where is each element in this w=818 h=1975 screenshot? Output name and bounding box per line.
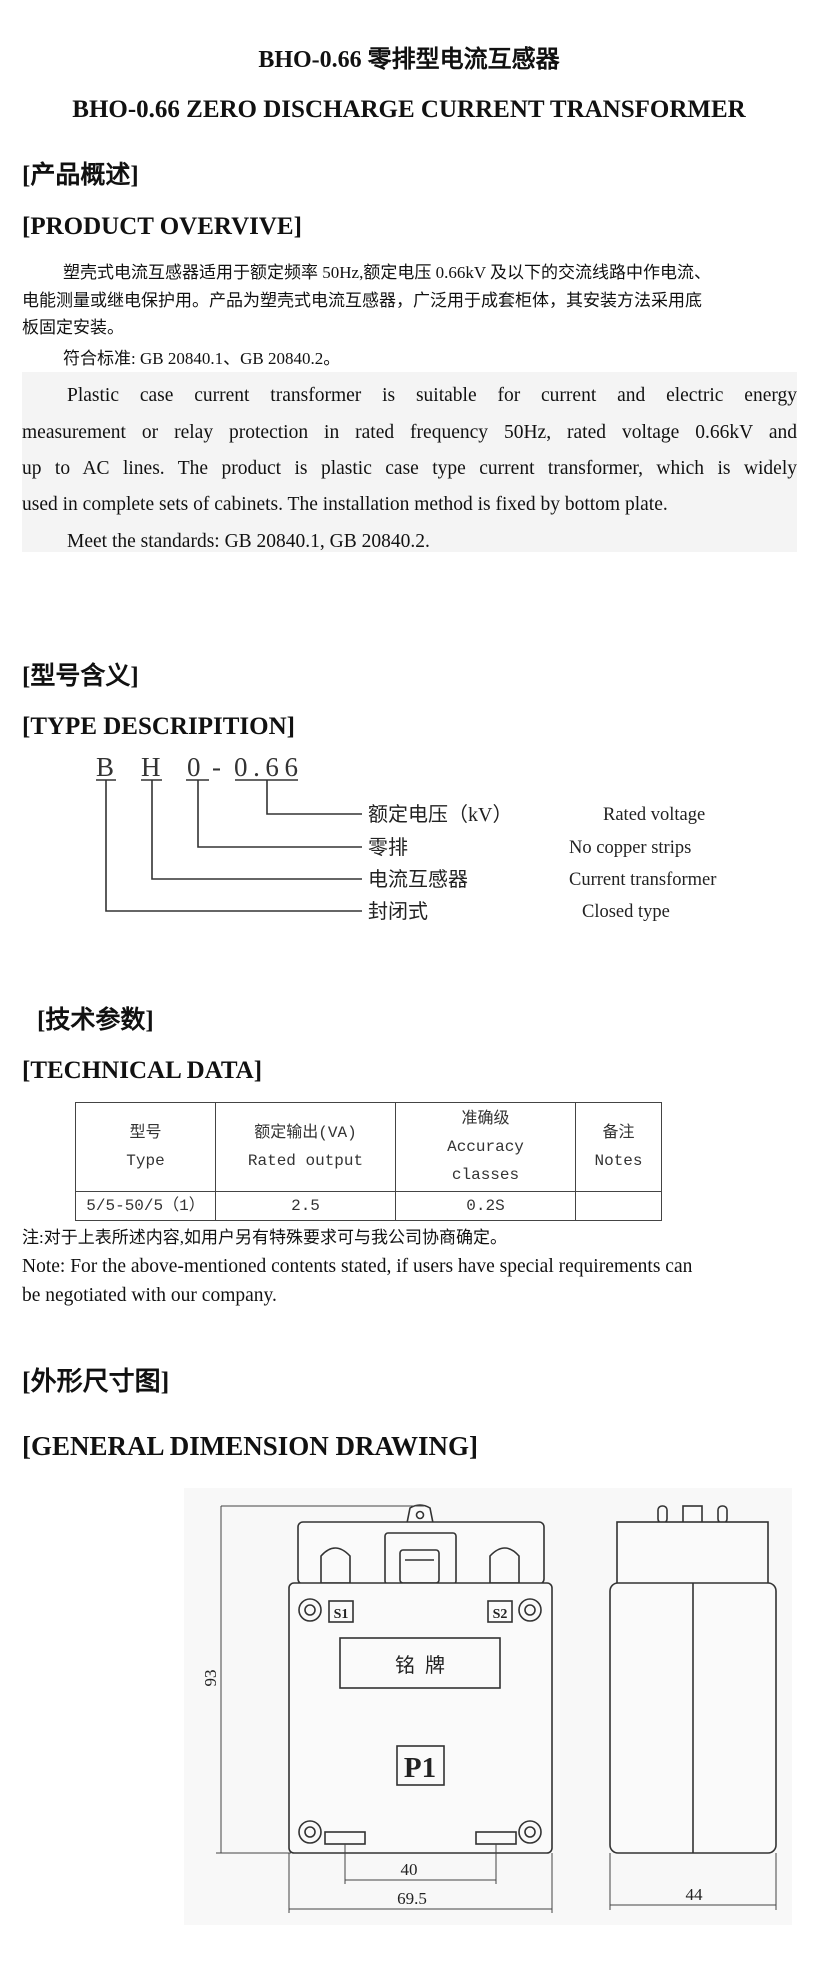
overview-en-box — [22, 372, 797, 552]
code-letter-b: B — [96, 752, 114, 782]
overview-cn-standard: 符合标准: GB 20840.1、GB 20840.2。 — [63, 349, 341, 368]
dimension-drawing: 93 40 69.5 44 S1 S2 铭 牌 P1 — [184, 1488, 792, 1925]
dim-height: 93 — [201, 1670, 220, 1687]
code-letter-h: H — [141, 752, 161, 782]
code-label-en: No copper strips — [569, 838, 691, 858]
overview-en-line: used in complete sets of cabinets. The i… — [22, 494, 668, 515]
bolt-icon — [399, 1549, 440, 1584]
dimension-lines — [216, 1505, 777, 1913]
bolt-icon — [320, 1547, 351, 1584]
code-label-cn: 封闭式 — [368, 900, 428, 923]
table-row: 5/5-50/5（1） 2.5 0.2S — [75, 1191, 662, 1221]
overview-en-standard: Meet the standards: GB 20840.1, GB 20840… — [67, 531, 430, 552]
terminal-s2: S2 — [493, 1607, 508, 1622]
code-dash: - — [212, 752, 221, 782]
dimension-heading-en: [GENERAL DIMENSION DRAWING] — [22, 1431, 479, 1461]
dimension-heading-cn: [外形尺寸图] — [22, 1367, 170, 1396]
bolt-icon — [489, 1547, 520, 1584]
note-en-line: Note: For the above-mentioned contents s… — [22, 1256, 693, 1277]
cell-accuracy: 0.2S — [395, 1191, 576, 1221]
code-letter-o: 0 — [187, 752, 201, 782]
dim-hole-spacing: 40 — [401, 1860, 418, 1879]
cell-output: 2.5 — [215, 1191, 396, 1221]
code-voltage: 0.66 — [234, 752, 298, 782]
nameplate-box — [339, 1637, 501, 1689]
code-label-en: Current transformer — [569, 870, 716, 890]
overview-cn-line: 板固定安装。 — [22, 318, 124, 337]
cell-notes — [575, 1191, 662, 1221]
code-label-cn: 额定电压（kV） — [368, 803, 512, 826]
terminal-p1-box — [396, 1745, 445, 1786]
note-en-line: be negotiated with our company. — [22, 1285, 277, 1306]
dim-width: 69.5 — [397, 1889, 427, 1908]
nameplate-label: 铭 牌 — [395, 1654, 445, 1677]
code-label-cn: 零排 — [368, 836, 408, 859]
type-heading-en: [TYPE DESCRIPITION] — [22, 713, 295, 740]
type-heading-cn: [型号含义] — [22, 663, 139, 690]
dim-depth: 44 — [686, 1885, 704, 1904]
type-code-diagram: B H 0 - 0.66 额定电压（kV） 零排 电流互感器 封闭式 Rated… — [96, 752, 716, 923]
mount-slot — [324, 1831, 366, 1845]
code-label-cn: 电流互感器 — [368, 868, 468, 891]
overview-heading-cn: [产品概述] — [22, 162, 139, 189]
tech-heading-cn: [技术参数] — [37, 1007, 154, 1034]
overview-en-line: Plastic case current transformer is suit… — [67, 385, 797, 406]
overview-heading-en: [PRODUCT OVERVIVE] — [22, 213, 302, 240]
code-label-en: Closed type — [582, 902, 670, 922]
code-label-en: Rated voltage — [603, 805, 705, 825]
overview-cn-line: 塑壳式电流互感器适用于额定频率 50Hz,额定电压 0.66kV 及以下的交流线… — [63, 263, 712, 282]
side-upper-housing — [616, 1521, 769, 1585]
overview-en-line: up to AC lines. The product is plastic c… — [22, 458, 797, 479]
note-cn: 注:对于上表所述内容,如用户另有特殊要求可与我公司协商确定。 — [22, 1228, 507, 1247]
mount-slot — [475, 1831, 517, 1845]
screw-icon — [298, 1598, 542, 1844]
main-body — [288, 1582, 553, 1854]
terminal-s1: S1 — [334, 1607, 349, 1622]
page-title-cn: BHO-0.66 零排型电流互感器 — [258, 47, 560, 73]
page-title-en: BHO-0.66 ZERO DISCHARGE CURRENT TRANSFOR… — [72, 96, 746, 123]
col-rated-output: 额定输出(VA)Rated output — [215, 1102, 396, 1192]
terminal-s1-box — [328, 1600, 354, 1623]
terminal-p1: P1 — [404, 1752, 436, 1784]
overview-en-line: measurement or relay protection in rated… — [22, 422, 797, 443]
terminal-s2-box — [487, 1600, 513, 1623]
overview-cn-line: 电能测量或继电保护用。产品为塑壳式电流互感器，广泛用于成套柜体，其安装方法采用底 — [22, 291, 702, 310]
cell-type: 5/5-50/5（1） — [75, 1191, 216, 1221]
tech-heading-en: [TECHNICAL DATA] — [22, 1057, 263, 1084]
